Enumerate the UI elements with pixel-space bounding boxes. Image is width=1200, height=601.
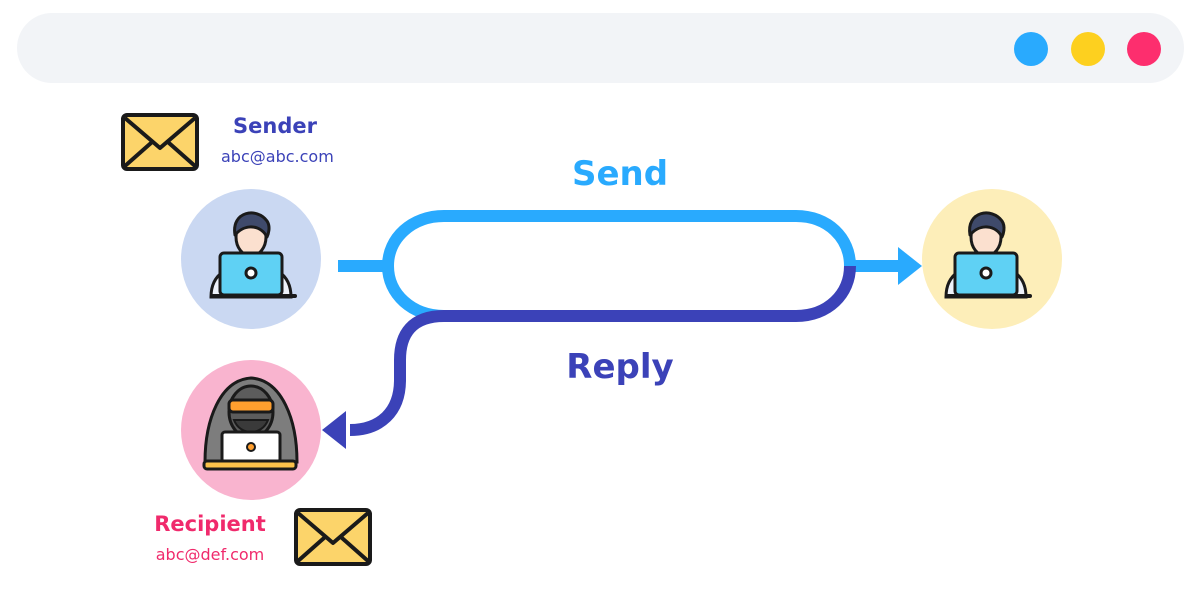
window-dot-yellow[interactable] <box>1071 32 1105 66</box>
send-arrowhead <box>898 247 922 285</box>
send-flow-line <box>382 265 445 322</box>
envelope-icon <box>294 508 372 566</box>
envelope-icon <box>121 113 199 171</box>
sender-name: Sender <box>233 114 317 138</box>
hooded-hacker-icon <box>202 376 299 471</box>
reply-arrowhead <box>322 411 346 449</box>
browser-bar <box>17 13 1184 83</box>
sender-email: abc@abc.com <box>221 147 334 166</box>
recipient-name: Recipient <box>154 512 266 536</box>
window-dot-blue[interactable] <box>1014 32 1048 66</box>
send-label: Send <box>571 154 669 194</box>
send-flow-line <box>338 210 900 272</box>
recipient-email: abc@def.com <box>155 545 265 564</box>
reply-label: Reply <box>566 347 674 387</box>
window-dot-red[interactable] <box>1127 32 1161 66</box>
reply-flow-line <box>349 265 856 436</box>
